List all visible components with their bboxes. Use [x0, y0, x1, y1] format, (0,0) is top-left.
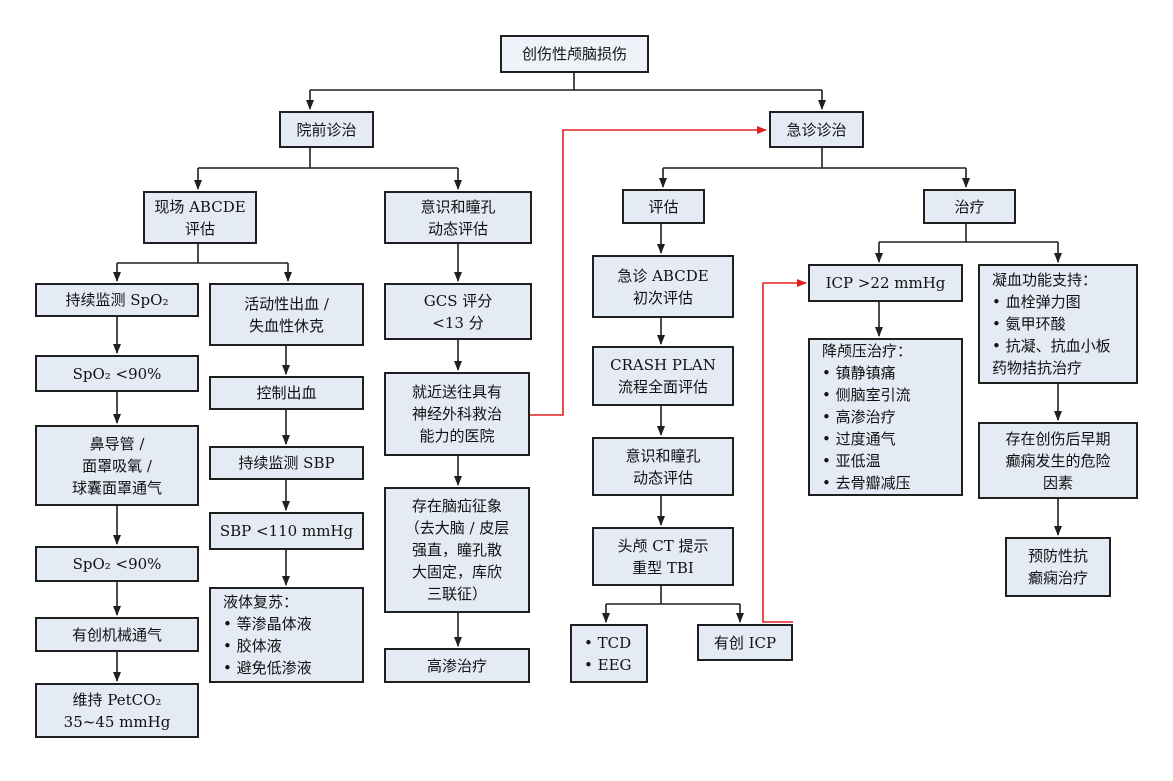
spo2-low-1-node: SpO₂ <90%: [35, 355, 199, 392]
gcs-score-node: GCS 评分 <13 分: [384, 283, 532, 340]
transfer-hospital-node: 就近送往具有 神经外科救治 能力的医院: [384, 372, 530, 456]
spo2-low-2-node: SpO₂ <90%: [35, 546, 199, 582]
prehospital-node: 院前诊治: [279, 111, 374, 148]
icp-lowering-therapy-node: 降颅压治疗： • 镇静镇痛 • 侧脑室引流 • 高渗治疗 • 过度通气 • 亚低…: [808, 338, 963, 496]
herniation-signs-node: 存在脑疝征象 （去大脑 / 皮层 强直，瞳孔散 大固定，库欣 三联征）: [384, 487, 530, 613]
fluid-resuscitation-node: 液体复苏： • 等渗晶体液 • 胶体液 • 避免低渗液: [209, 587, 364, 683]
crash-plan-node: CRASH PLAN 流程全面评估: [592, 346, 734, 406]
hyperosmolar-therapy-node: 高渗治疗: [384, 648, 530, 683]
root-node-tbi: 创伤性颅脑损伤: [500, 35, 649, 73]
consciousness-pupil-prehospital-node: 意识和瞳孔 动态评估: [384, 191, 532, 244]
er-abcde-node: 急诊 ABCDE 初次评估: [592, 255, 734, 318]
bleeding-shock-node: 活动性出血 / 失血性休克: [209, 283, 364, 346]
treat-node: 治疗: [923, 189, 1016, 224]
seizure-risk-node: 存在创伤后早期 癫痫发生的危险 因素: [978, 422, 1138, 499]
ct-severe-tbi-node: 头颅 CT 提示 重型 TBI: [592, 527, 734, 586]
consciousness-pupil-er-node: 意识和瞳孔 动态评估: [592, 437, 734, 496]
scene-abcde-node: 现场 ABCDE 评估: [143, 191, 257, 244]
coag-support-node: 凝血功能支持： • 血栓弹力图 • 氨甲环酸 • 抗凝、抗血小板 药物拮抗治疗: [978, 264, 1138, 384]
mechanical-ventilation-node: 有创机械通气: [35, 617, 199, 652]
tcd-eeg-node: • TCD • EEG: [570, 624, 648, 683]
sbp-low-node: SBP <110 mmHg: [209, 512, 364, 550]
sbp-monitor-node: 持续监测 SBP: [209, 446, 364, 480]
control-bleeding-node: 控制出血: [209, 376, 364, 410]
emergency-node: 急诊诊治: [769, 111, 864, 148]
oxygen-support-node: 鼻导管 / 面罩吸氧 / 球囊面罩通气: [35, 425, 199, 506]
invasive-icp-node: 有创 ICP: [697, 624, 793, 661]
spo2-monitor-node: 持续监测 SpO₂: [35, 283, 199, 317]
petco2-node: 维持 PetCO₂ 35~45 mmHg: [35, 683, 199, 738]
assess-node: 评估: [622, 189, 705, 224]
icp-high-node: ICP >22 mmHg: [808, 264, 963, 302]
antiepileptic-node: 预防性抗 癫痫治疗: [1005, 537, 1111, 597]
